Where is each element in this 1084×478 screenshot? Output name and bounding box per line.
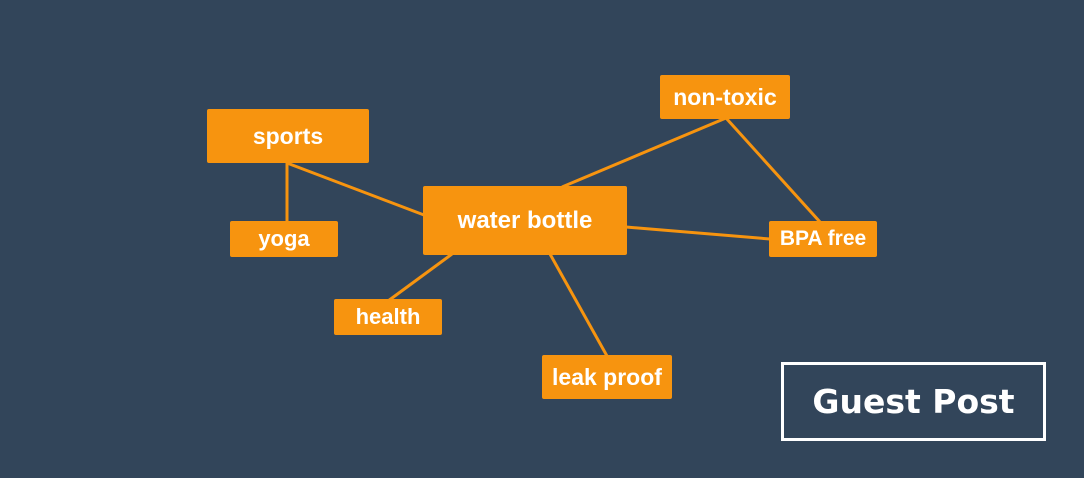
node-leak-proof: leak proof	[542, 355, 672, 399]
node-yoga: yoga	[230, 221, 338, 257]
node-water-bottle: water bottle	[423, 186, 627, 255]
guest-post-badge: Guest Post	[781, 362, 1046, 441]
edge-water-bottle-leak-proof	[548, 253, 609, 357]
edge-water-bottle-health	[387, 252, 453, 303]
node-sports: sports	[207, 109, 369, 163]
edge-water-bottle-bpa-free	[625, 225, 771, 241]
node-non-toxic: non-toxic	[660, 75, 790, 119]
node-health: health	[334, 299, 442, 335]
node-bpa-free: BPA free	[769, 221, 877, 257]
edge-sports-water-bottle	[286, 161, 425, 217]
edge-water-bottle-non-toxic	[561, 116, 727, 189]
edge-non-toxic-bpa-free	[724, 116, 822, 224]
